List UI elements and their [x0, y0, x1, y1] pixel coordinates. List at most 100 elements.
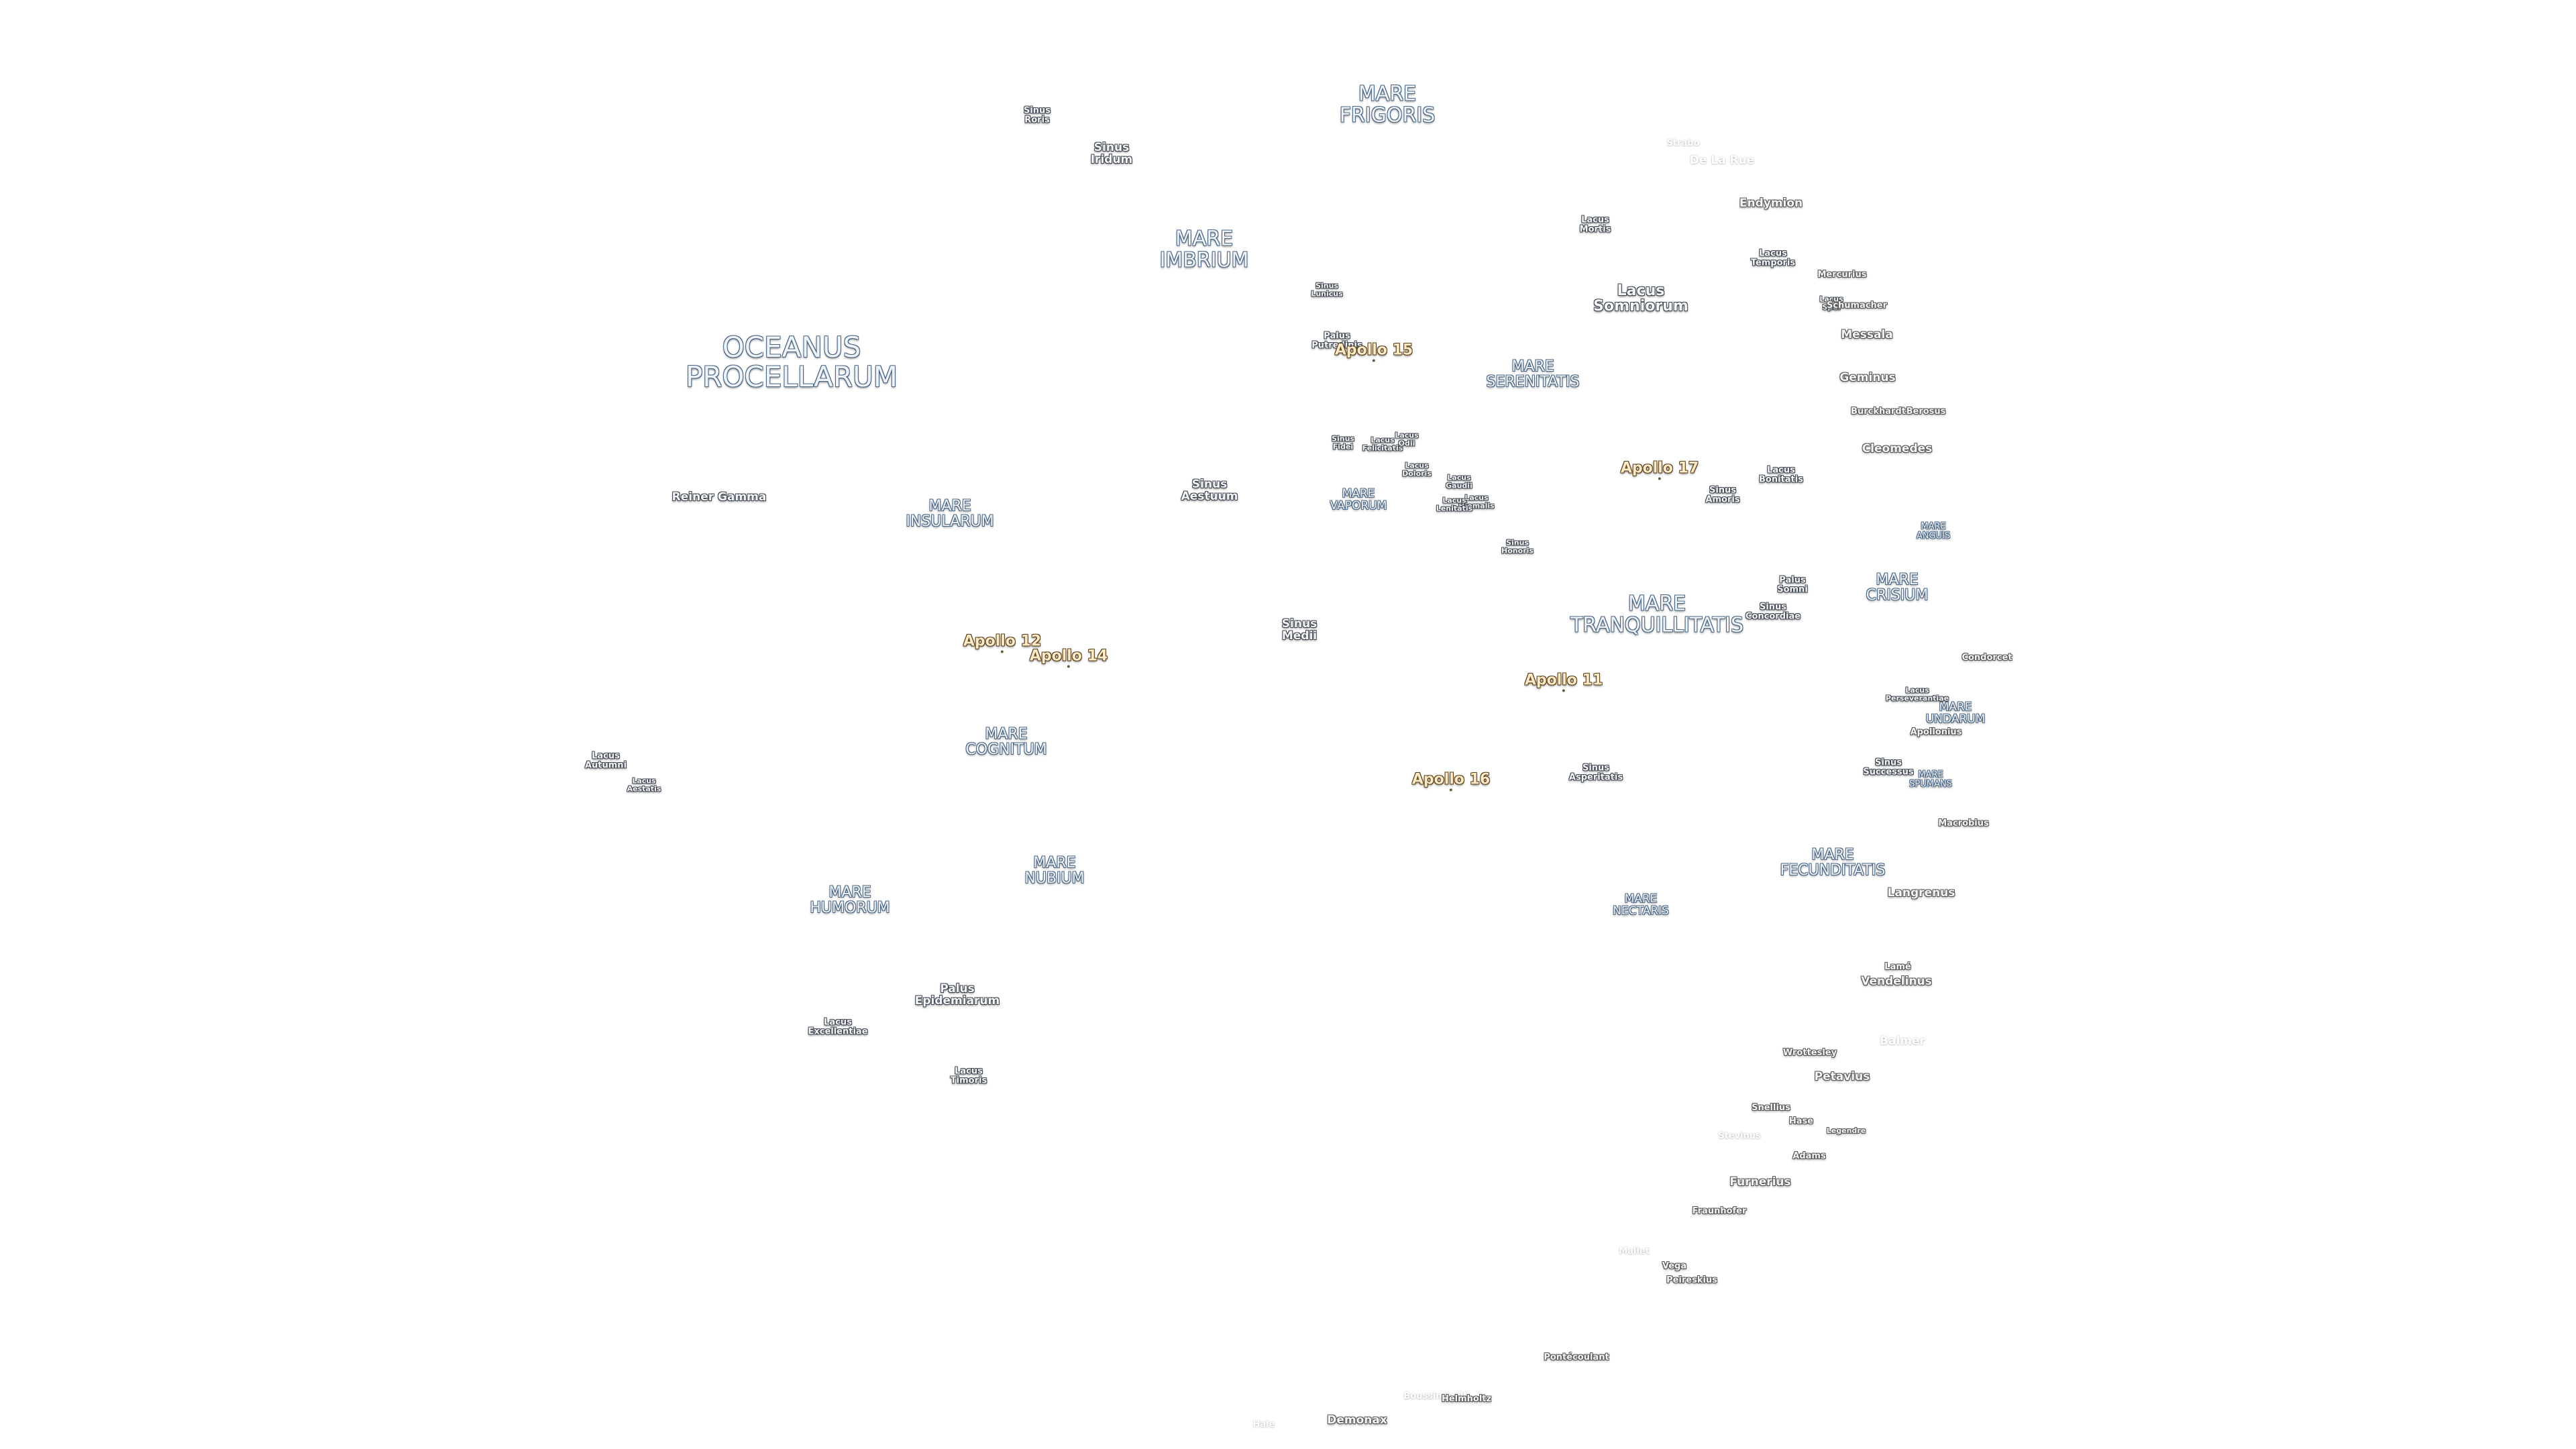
map-label-text: MARE CRISIUM — [1866, 571, 1929, 604]
map-label-lacus-aestatis[interactable]: Lacus Aestatis — [627, 777, 661, 792]
map-label-lacus-temporis[interactable]: Lacus Temporis — [1751, 249, 1795, 267]
map-label-de-la-rue[interactable]: De La Rue — [1690, 154, 1755, 167]
map-label-text: MARE FRIGORIS — [1339, 82, 1436, 127]
map-label-vega[interactable]: Vega — [1662, 1262, 1686, 1271]
map-label-mare-cognitum[interactable]: MARE COGNITUM — [965, 727, 1046, 757]
map-label-lacus-excellentiae[interactable]: Lacus Excellentiae — [808, 1018, 867, 1036]
map-label-mare-insularum[interactable]: MARE INSULARUM — [906, 498, 994, 529]
map-label-mare-fecunditatis[interactable]: MARE FECUNDITATIS — [1780, 847, 1886, 878]
map-label-furnerius[interactable]: Furnerius — [1729, 1176, 1790, 1189]
map-label-sinus-honoris[interactable]: Sinus Honoris — [1501, 539, 1534, 554]
map-label-mare-tranquillitatis[interactable]: MARE TRANQUILLITATIS — [1570, 593, 1743, 636]
map-label-pontecoulant[interactable]: Pontécoulant — [1544, 1353, 1609, 1362]
map-label-sinus-lunicus[interactable]: Sinus Lunicus — [1311, 282, 1342, 297]
map-label-mare-anguis[interactable]: MARE ANGUIS — [1917, 522, 1950, 540]
map-label-lacus-perseverantiae[interactable]: Lacus Perseverantiae — [1886, 686, 1949, 702]
map-label-lacus-felicitatis[interactable]: Lacus Felicitatis — [1362, 436, 1403, 451]
landing-site-apollo-16[interactable]: Apollo 16 — [1412, 771, 1490, 792]
landing-site-apollo-17[interactable]: Apollo 17 — [1621, 460, 1699, 480]
map-label-text: MARE VAPORUM — [1330, 487, 1387, 513]
map-label-mare-undarum[interactable]: MARE UNDARUM — [1926, 701, 1986, 726]
map-label-palus-putredinis[interactable]: Palus Putredinis — [1311, 331, 1362, 350]
map-label-text: MARE NECTARIS — [1613, 892, 1669, 918]
map-label-langrenus[interactable]: Langrenus — [1888, 887, 1955, 900]
map-label-palus-epidemiarum[interactable]: Palus Epidemiarum — [915, 983, 1000, 1008]
map-label-geminus[interactable]: Geminus — [1839, 372, 1895, 384]
map-label-messala[interactable]: Messala — [1841, 329, 1892, 341]
map-label-text: Endymion — [1739, 197, 1803, 211]
map-label-legendre[interactable]: Legendre — [1827, 1127, 1866, 1135]
map-label-peireskius[interactable]: Peireskius — [1666, 1276, 1717, 1285]
map-label-cleomedes[interactable]: Cleomedes — [1862, 443, 1933, 455]
map-label-palus-somni[interactable]: Palus Somni — [1777, 576, 1808, 594]
map-label-sinus-aestuum[interactable]: Sinus Aestuum — [1181, 478, 1238, 503]
map-label-helmholtz[interactable]: Helmholtz — [1442, 1395, 1491, 1404]
landing-site-apollo-15[interactable]: Apollo 15 — [1335, 342, 1413, 362]
map-label-text: Cleomedes — [1862, 442, 1933, 456]
map-label-adams[interactable]: Adams — [1792, 1152, 1825, 1161]
map-label-balmer[interactable]: Balmer — [1880, 1035, 1925, 1048]
map-label-lacus-doloris[interactable]: Lacus Doloris — [1402, 462, 1432, 477]
map-label-mare-vaporum[interactable]: MARE VAPORUM — [1330, 488, 1387, 513]
map-label-sinus-asperitatis[interactable]: Sinus Asperitatis — [1569, 763, 1623, 782]
map-label-strabo[interactable]: Strabo — [1667, 139, 1700, 148]
map-label-lacus-hiemalis[interactable]: Lacus Hiemalis — [1458, 494, 1494, 509]
map-label-sinus-iridum[interactable]: Sinus Iridum — [1091, 142, 1133, 166]
map-label-text: Lacus Somniorum — [1593, 282, 1688, 315]
map-label-lacus-timoris[interactable]: Lacus Timoris — [951, 1067, 987, 1085]
map-label-lacus-lenitatis[interactable]: Lacus Lenitatis — [1436, 496, 1472, 512]
map-label-mallet[interactable]: Mallet — [1619, 1247, 1650, 1256]
map-label-petavius[interactable]: Petavius — [1815, 1071, 1870, 1083]
map-label-mare-frigoris[interactable]: MARE FRIGORIS — [1339, 82, 1436, 127]
map-label-sinus-medii[interactable]: Sinus Medii — [1282, 618, 1317, 643]
map-label-lacus-mortis[interactable]: Lacus Mortis — [1580, 215, 1611, 233]
map-label-lacus-gaudii[interactable]: Lacus Gaudii — [1446, 474, 1472, 489]
map-label-mercurius[interactable]: Mercurius — [1818, 270, 1867, 280]
map-label-mare-crisium[interactable]: MARE CRISIUM — [1866, 572, 1929, 603]
map-label-berosus[interactable]: Berosus — [1907, 407, 1946, 417]
map-label-sinus-amoris[interactable]: Sinus Amoris — [1705, 486, 1739, 504]
map-label-hale[interactable]: Hale — [1253, 1420, 1275, 1430]
landing-pin-icon — [1000, 650, 1004, 653]
map-label-snellius[interactable]: Snellius — [1752, 1104, 1790, 1113]
map-label-oceanus-procellarum[interactable]: OCEANUS PROCELLARUM — [686, 332, 898, 392]
map-label-macrobius[interactable]: Macrobius — [1938, 819, 1989, 828]
landing-site-apollo-12[interactable]: Apollo 12 — [963, 633, 1041, 653]
map-label-demonax[interactable]: Demonax — [1327, 1414, 1387, 1427]
map-label-endymion[interactable]: Endymion — [1739, 197, 1803, 211]
map-label-stevinus[interactable]: Stevinus — [1718, 1132, 1761, 1141]
map-label-text: Palus Somni — [1777, 575, 1808, 594]
map-label-sinus-concordiae[interactable]: Sinus Concordiae — [1746, 602, 1801, 621]
map-label-text: Lacus Aestatis — [627, 776, 661, 793]
map-label-mare-nectaris[interactable]: MARE NECTARIS — [1613, 892, 1669, 918]
map-label-text: Hale — [1252, 1419, 1275, 1430]
map-label-lacus-odii[interactable]: Lacus Odii — [1395, 431, 1418, 447]
map-label-lame[interactable]: Lamé — [1884, 963, 1911, 972]
map-label-hase[interactable]: Hase — [1789, 1117, 1813, 1126]
map-label-mare-serenitatis[interactable]: MARE SERENITATIS — [1487, 359, 1580, 390]
landing-site-apollo-11[interactable]: Apollo 11 — [1525, 672, 1603, 692]
map-label-lacus-autumni[interactable]: Lacus Autumni — [585, 751, 627, 769]
map-label-lacus-spei[interactable]: Lacus Spei — [1819, 295, 1843, 311]
map-label-mare-imbrium[interactable]: MARE IMBRIUM — [1160, 228, 1249, 271]
map-label-vendelinus[interactable]: Vendelinus — [1861, 975, 1932, 988]
map-label-schumacher[interactable]: Schumacher — [1827, 301, 1887, 311]
map-label-boussingault[interactable]: Boussingault — [1403, 1392, 1467, 1401]
map-label-mare-humorum[interactable]: MARE HUMORUM — [810, 885, 890, 916]
map-label-fraunhofer[interactable]: Fraunhofer — [1693, 1207, 1747, 1216]
map-label-burckhardt[interactable]: Burckhardt — [1851, 407, 1906, 417]
map-label-text: Lacus Perseverantiae — [1885, 686, 1949, 702]
map-label-reiner-gamma[interactable]: Reiner Gamma — [672, 491, 767, 504]
map-label-mare-spumans[interactable]: MARE SPUMANS — [1909, 770, 1952, 788]
map-label-sinus-successus[interactable]: Sinus Successus — [1863, 758, 1913, 776]
map-label-apollonius[interactable]: Apollonius — [1911, 728, 1962, 737]
map-label-sinus-roris[interactable]: Sinus Roris — [1024, 106, 1051, 124]
map-label-wrottesley[interactable]: Wrottesley — [1783, 1049, 1837, 1058]
map-label-lacus-bonitatis[interactable]: Lacus Bonitatis — [1759, 466, 1803, 484]
map-label-sinus-fidei[interactable]: Sinus Fidei — [1332, 435, 1354, 450]
map-label-mare-nubium[interactable]: MARE NUBIUM — [1024, 855, 1084, 886]
landing-site-apollo-14[interactable]: Apollo 14 — [1030, 648, 1108, 668]
map-label-condorcet[interactable]: Condorcet — [1962, 653, 2012, 663]
map-label-lacus-somniorum[interactable]: Lacus Somniorum — [1593, 283, 1688, 314]
